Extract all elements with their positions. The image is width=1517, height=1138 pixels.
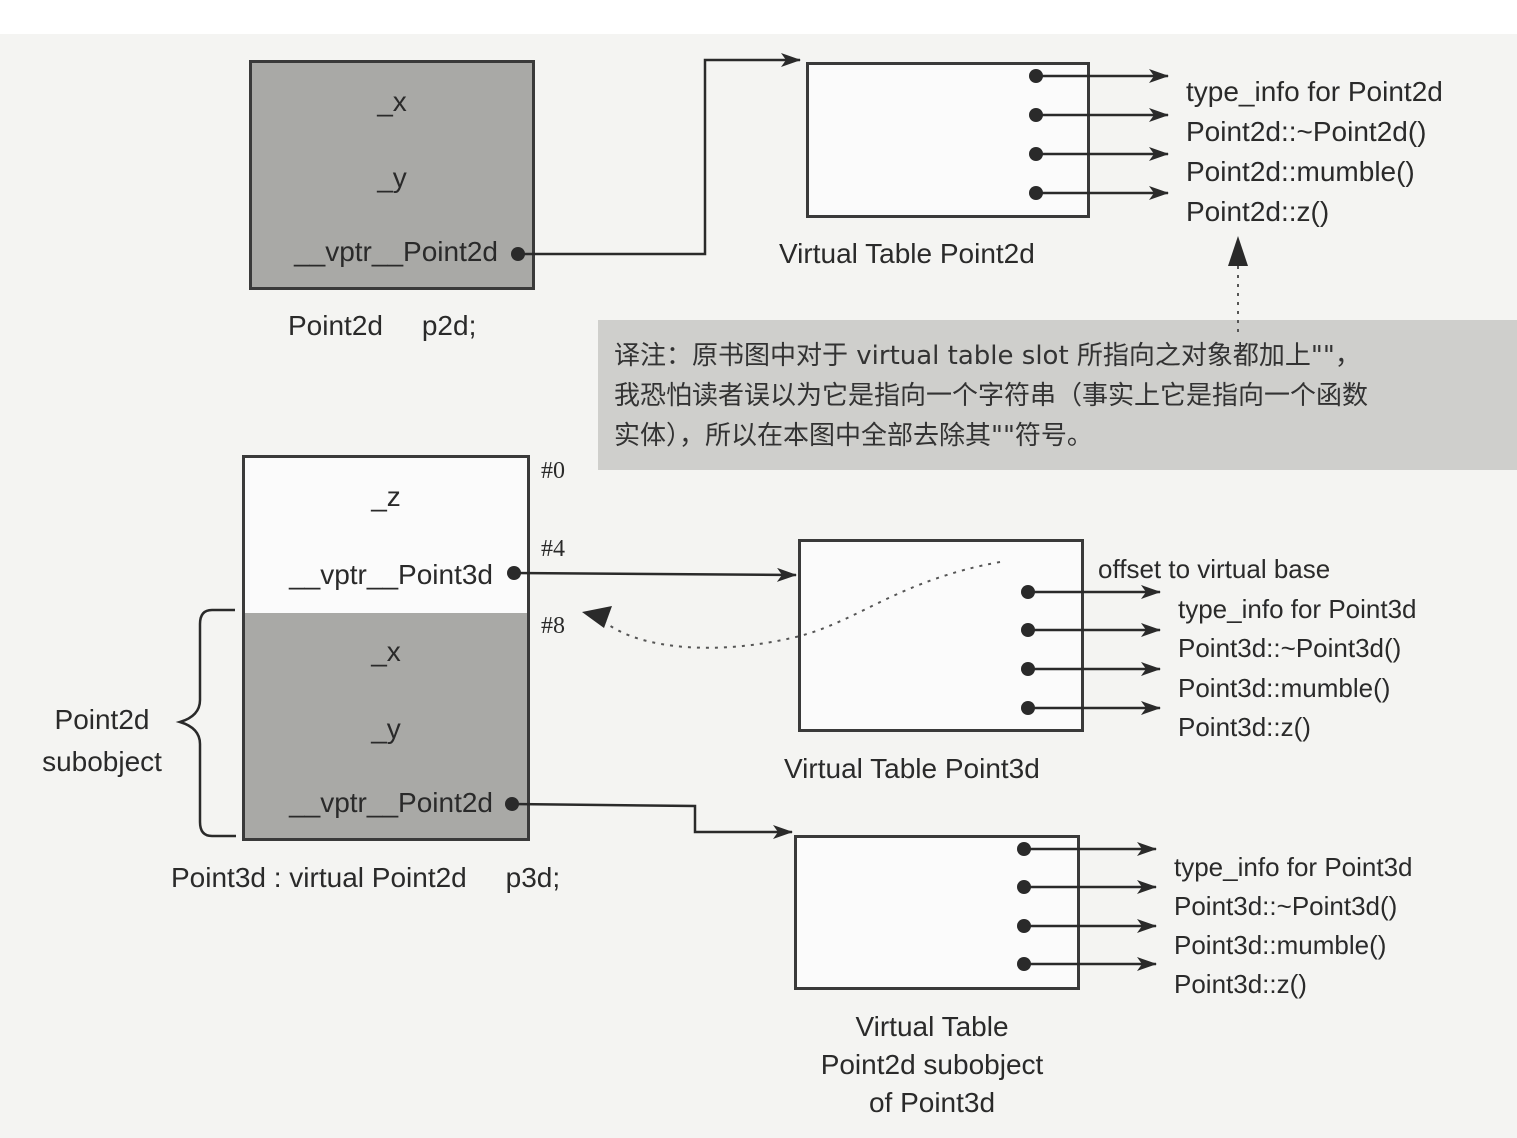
slot-dot [1017,919,1031,933]
p3d-field-vptr-point2d: __vptr__Point2d [245,767,527,838]
subobject-brace [175,608,236,838]
slot-dot [1029,186,1043,200]
vptr-dot [507,566,521,580]
vtbl-point3d-entry: type_info for Point3d [1178,594,1417,624]
vtbl-point2d-slot [809,182,1087,215]
offset-label: #0 [541,458,565,484]
slot-dot [1029,147,1043,161]
p2d-object: _x _y __vptr__Point2d [249,60,535,290]
vtbl-point3d-caption: Virtual Table Point3d [784,753,1040,784]
vtbl-sub-caption-line: Virtual Table [855,1011,1009,1042]
vtbl-sub-entry: type_info for Point3d [1174,852,1413,882]
brace-label: Point2d subobject [22,704,182,778]
slot-dot [1021,701,1035,715]
p3d-object: _z __vptr__Point3d _x _y __vptr__Point2d [242,455,530,841]
p2d-caption: Point2d p2d; [288,310,477,341]
slot-dot [1021,623,1035,637]
vtbl-sub-slot [797,876,1077,917]
p2d-field-vptr: __vptr__Point2d [252,216,532,287]
slot-dot [1021,585,1035,599]
offset-arrowhead [582,606,612,628]
slot-dot [1021,662,1035,676]
vtbl-sub-entry: Point3d::~Point3d() [1174,891,1398,921]
vtbl-sub-caption-line: Point2d subobject [820,1049,1044,1080]
note-line: 我恐怕读者误以为它是指向一个字符串（事实上它是指向一个函数 [614,381,1369,411]
top-band [0,0,1517,34]
vtbl-sub-caption-line: of Point3d [868,1087,996,1118]
brace-label-line: subobject [42,746,162,777]
p3d-field-x: _x [245,613,527,693]
offset-label: #8 [541,613,565,639]
slot-dot [1029,108,1043,122]
vptr-dot [511,247,525,261]
vtbl-point3d-box [798,539,1084,732]
offset-label: #4 [541,536,565,562]
vtbl-point3d-entry: Point3d::mumble() [1178,673,1391,703]
note-line: 实体），所以在本图中全部去除其""符号。 [614,421,1093,451]
slot-dot [1017,880,1031,894]
vptr-dot [505,797,519,811]
vtbl-point2d-entry: Point2d::~Point2d() [1186,116,1427,147]
vtbl-point2d-caption: Virtual Table Point2d [779,238,1035,269]
vtbl-point2d-entry: type_info for Point2d [1186,76,1443,107]
vtbl-sub-box [794,835,1080,990]
slot-dot [1029,69,1043,83]
note-pointer-head [1228,236,1248,266]
vtbl-point2d-entry: Point2d::z() [1186,196,1330,227]
slot-dot [1017,957,1031,971]
p3d-caption: Point3d : virtual Point2d p3d; [171,862,561,893]
vtbl-sub-slot [797,953,1077,987]
vtbl-sub-entry: Point3d::z() [1174,969,1307,999]
p3d-field-vptr-point3d: __vptr__Point3d [245,536,527,616]
vtbl-point3d-entry: Point3d::~Point3d() [1178,633,1402,663]
p3d-vptr3d-arrow [513,567,797,582]
p2d-field-x: _x [252,63,532,143]
translator-note: 译注：原书图中对于 virtual table slot 所指向之对象都加上""… [598,320,1517,470]
vtbl-point3d-slot [801,696,1081,729]
vtbl-sub-caption: Virtual Table Point2d subobject of Point… [772,1008,1092,1122]
note-line: 译注：原书图中对于 virtual table slot 所指向之对象都加上""… [614,341,1361,371]
vtbl-point2d-entry: Point2d::mumble() [1186,156,1415,187]
vtbl-point3d-entry: Point3d::z() [1178,712,1311,742]
p2d-vptr-arrow [518,53,801,256]
slot-dot [1017,842,1031,856]
offset-dotted-arrow [604,561,1001,649]
vtbl-sub-entry: Point3d::mumble() [1174,930,1387,960]
p2d-field-y: _y [252,140,532,219]
vtbl-point3d-header: offset to virtual base [1098,554,1331,584]
brace-label-line: Point2d [54,704,150,735]
p3d-vptr2d-arrow [511,802,793,839]
